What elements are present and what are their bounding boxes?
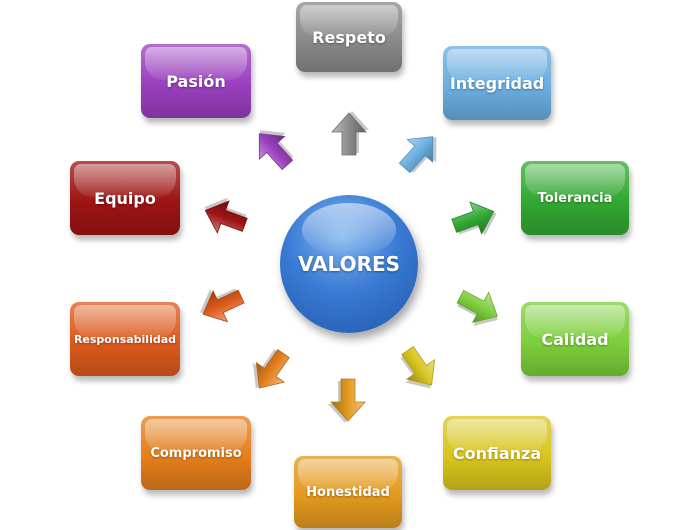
value-box-tolerancia: Tolerancia (521, 161, 629, 235)
arrow-icon-pasion (258, 130, 294, 171)
center-label: VALORES (297, 252, 401, 276)
value-label-responsabilidad: Responsabilidad (73, 332, 177, 346)
value-box-calidad: Calidad (521, 302, 629, 376)
value-label-pasion: Pasión (166, 71, 226, 91)
value-label-respeto: Respeto (312, 27, 386, 47)
value-label-equipo: Equipo (94, 188, 156, 208)
value-box-integridad: Integridad (443, 46, 551, 120)
arrow-icon-confianza (400, 346, 436, 389)
arrow-icon-calidad (456, 289, 498, 327)
arrow-icon-compromiso (252, 349, 290, 389)
value-box-compromiso: Compromiso (141, 416, 251, 490)
arrow-icon-integridad (398, 136, 437, 174)
value-box-confianza: Confianza (443, 416, 551, 490)
value-label-confianza: Confianza (452, 443, 542, 463)
arrow-icon-honestidad (328, 378, 366, 423)
arrow-icon-tolerancia (451, 201, 497, 237)
value-box-honestidad: Honestidad (294, 456, 402, 528)
value-label-calidad: Calidad (541, 329, 609, 349)
value-box-equipo: Equipo (70, 161, 180, 235)
value-label-tolerancia: Tolerancia (537, 190, 613, 206)
arrow-icon-responsabilidad (199, 288, 245, 323)
arrow-icon-respeto (331, 111, 369, 156)
value-box-respeto: Respeto (296, 2, 402, 72)
value-label-compromiso: Compromiso (150, 445, 242, 461)
value-label-honestidad: Honestidad (306, 484, 390, 500)
arrow-icon-equipo (204, 197, 248, 234)
value-box-pasion: Pasión (141, 44, 251, 118)
center-circle: VALORES (280, 195, 418, 333)
value-box-responsabilidad: Responsabilidad (70, 302, 180, 376)
value-label-integridad: Integridad (449, 73, 545, 93)
